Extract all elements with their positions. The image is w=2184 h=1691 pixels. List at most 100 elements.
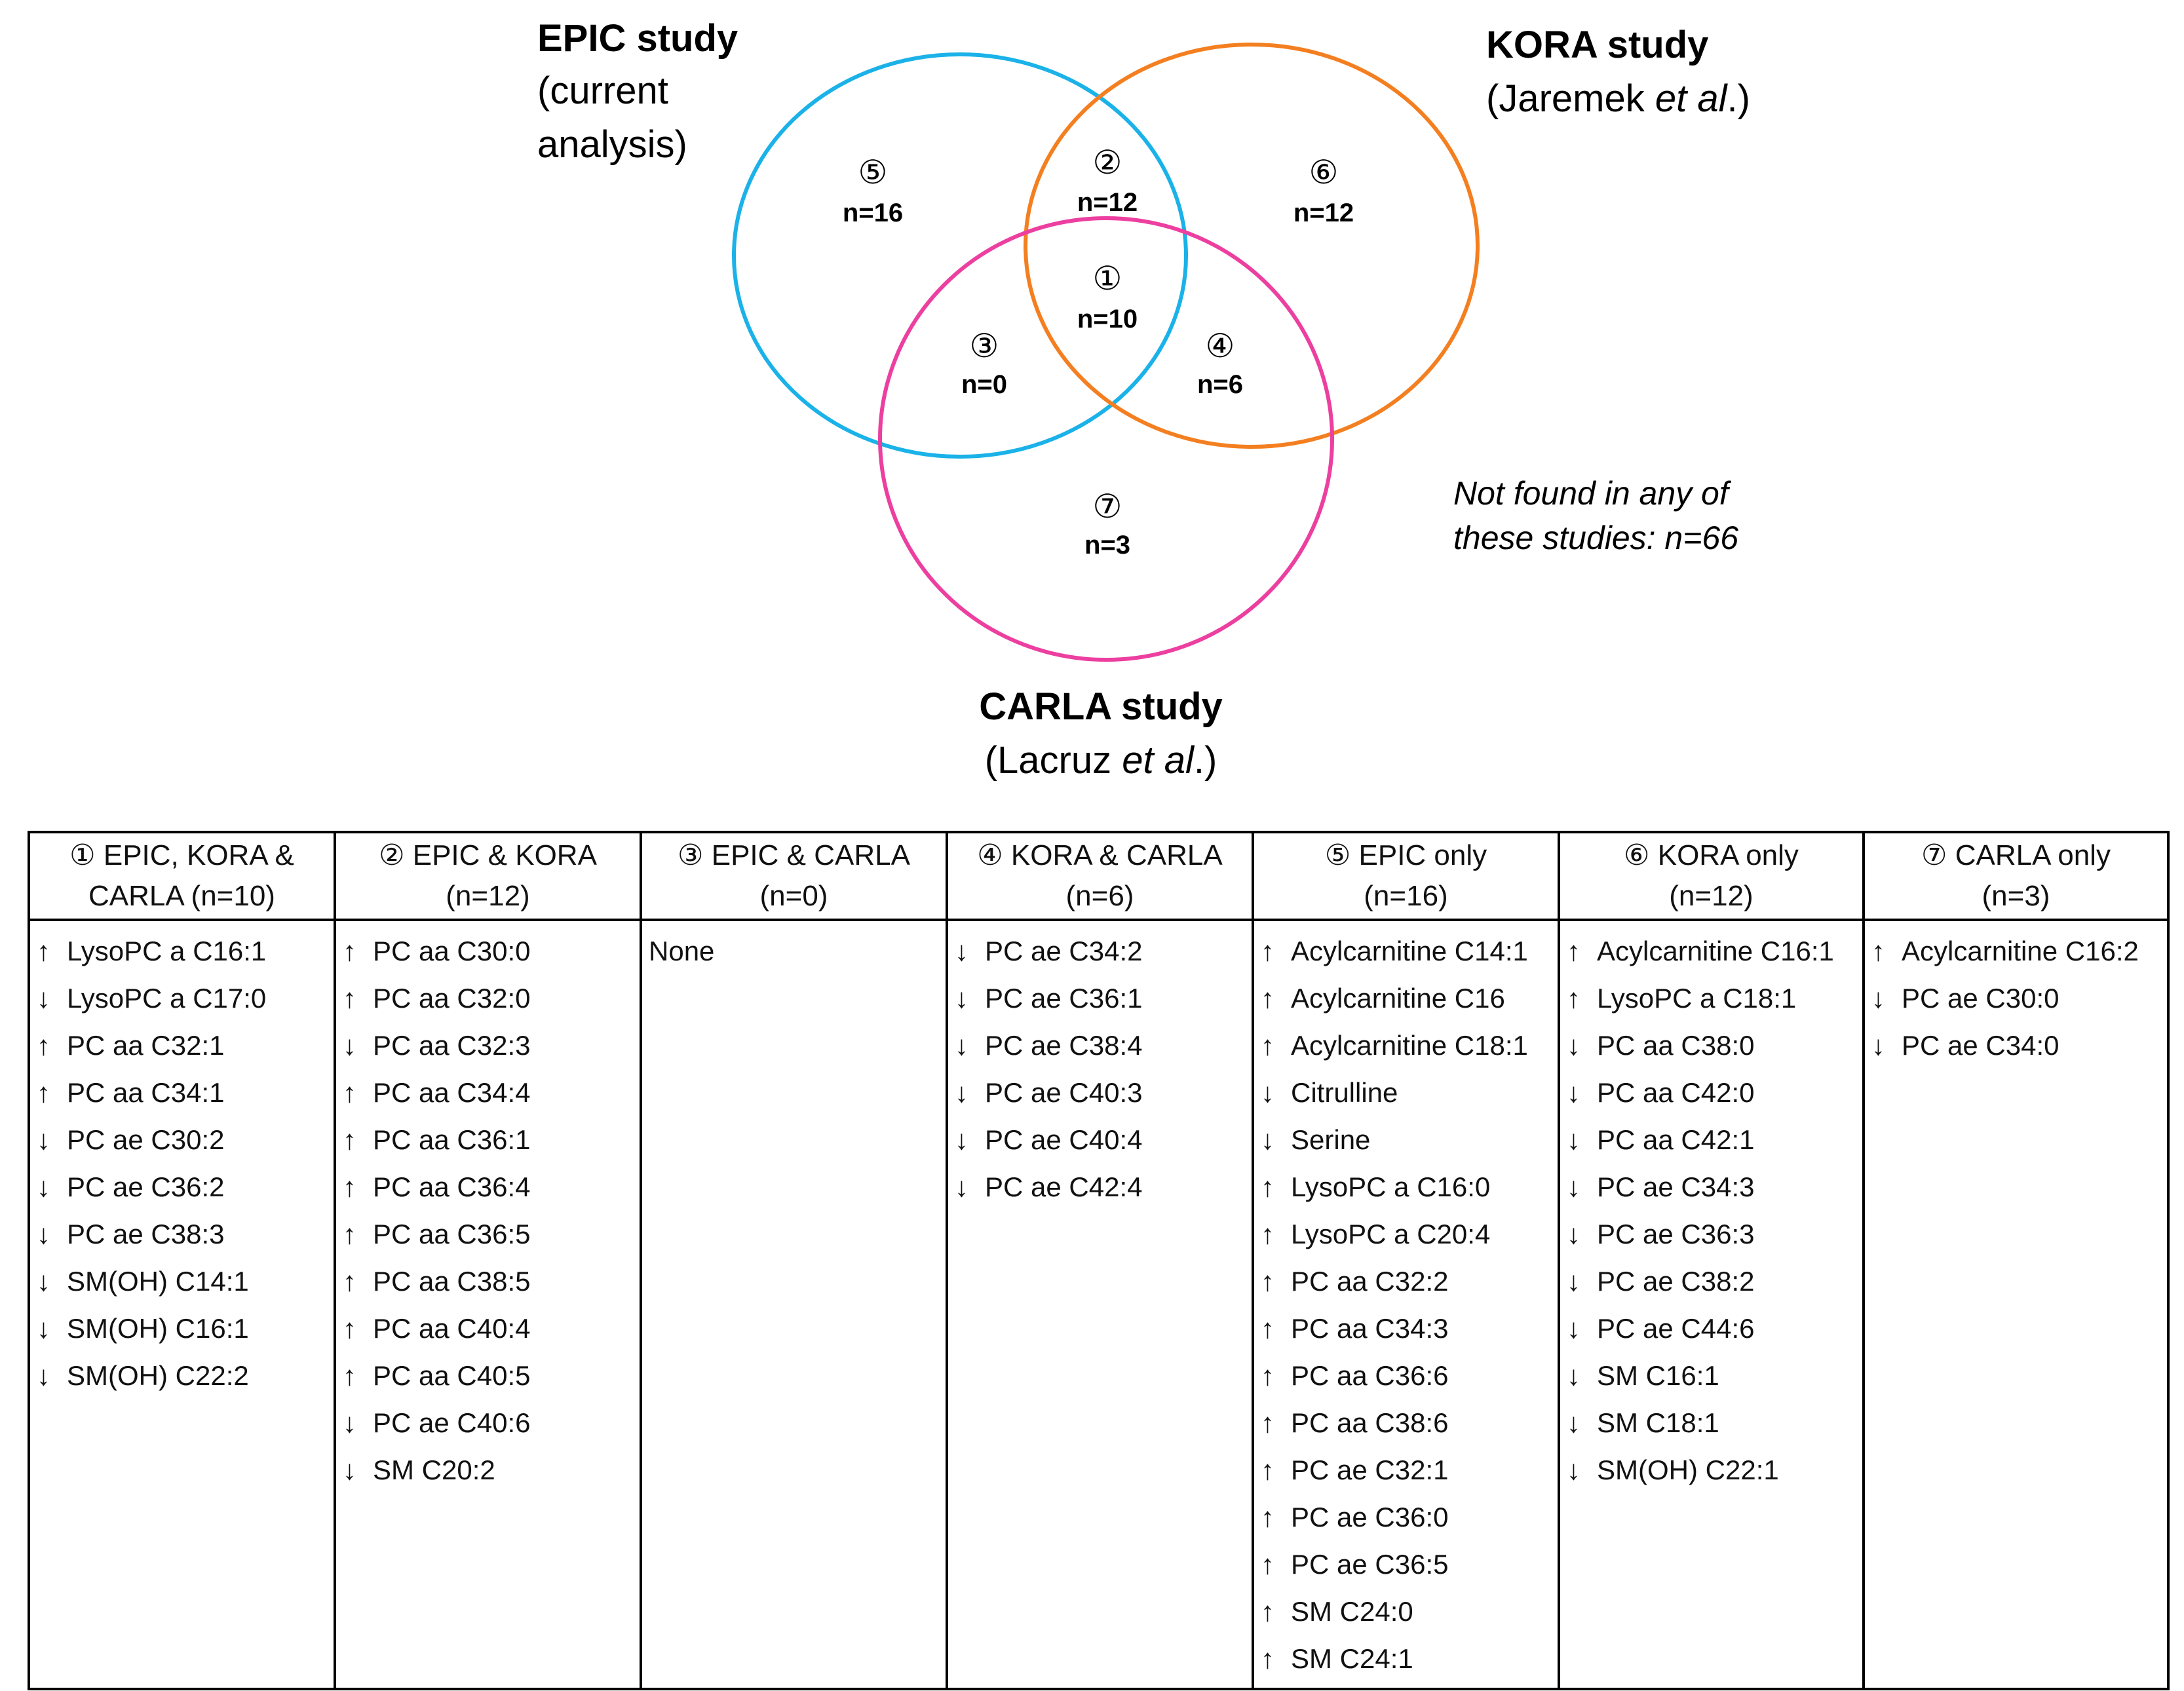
down-arrow-icon: ↓ bbox=[37, 983, 50, 1014]
region-3-count: n=0 bbox=[961, 370, 1007, 399]
not-found-note-line2: these studies: n=66 bbox=[1453, 520, 1738, 556]
metabolite-name: SM(OH) C22:2 bbox=[67, 1360, 249, 1391]
metabolite-name: PC aa C38:5 bbox=[373, 1266, 531, 1297]
up-arrow-icon: ↑ bbox=[1261, 1454, 1274, 1485]
metabolite-name: LysoPC a C20:4 bbox=[1291, 1219, 1491, 1249]
list-item: ↑Acylcarnitine C18:1 bbox=[1261, 1022, 1558, 1069]
column-epic-kora-carla: ↑LysoPC a C16:1↓LysoPC a C17:0↑PC aa C32… bbox=[28, 919, 336, 1690]
down-arrow-icon: ↓ bbox=[1567, 1124, 1581, 1155]
carla-subtitle: (Lacruz et al.) bbox=[985, 739, 1217, 782]
header-carla-only: ⑦ CARLA only(n=3) bbox=[1862, 831, 2170, 921]
metabolite-name: LysoPC a C16:0 bbox=[1291, 1171, 1491, 1202]
metabolite-name: PC aa C30:0 bbox=[373, 936, 531, 966]
list-item: ↑PC ae C36:0 bbox=[1261, 1494, 1558, 1541]
list-item: ↑PC ae C32:1 bbox=[1261, 1447, 1558, 1494]
down-arrow-icon: ↓ bbox=[37, 1219, 50, 1249]
metabolite-name: SM(OH) C16:1 bbox=[67, 1313, 249, 1344]
up-arrow-icon: ↑ bbox=[1261, 1219, 1274, 1249]
metabolite-name: PC ae C44:6 bbox=[1597, 1313, 1755, 1344]
metabolite-name: PC ae C36:2 bbox=[67, 1171, 225, 1202]
metabolite-name: PC ae C38:3 bbox=[67, 1219, 225, 1249]
list-item: ↑PC aa C40:4 bbox=[343, 1305, 640, 1352]
metabolite-name: PC aa C32:3 bbox=[373, 1030, 531, 1061]
list-item: ↓SM C20:2 bbox=[343, 1447, 640, 1494]
up-arrow-icon: ↑ bbox=[343, 1219, 356, 1249]
column-kora-only: ↑Acylcarnitine C16:1↑LysoPC a C18:1↓PC a… bbox=[1558, 919, 1865, 1690]
metabolite-name: LysoPC a C17:0 bbox=[67, 983, 267, 1014]
list-item: ↑PC aa C32:2 bbox=[1261, 1258, 1558, 1305]
up-arrow-icon: ↑ bbox=[343, 1077, 356, 1108]
down-arrow-icon: ↓ bbox=[1567, 1077, 1581, 1108]
metabolite-name: PC ae C42:4 bbox=[985, 1171, 1143, 1202]
list-item: ↓PC aa C38:0 bbox=[1567, 1022, 1862, 1069]
list-item: ↑PC aa C36:5 bbox=[343, 1211, 640, 1258]
metabolite-name: Acylcarnitine C16 bbox=[1291, 983, 1505, 1014]
list-item: ↑PC aa C30:0 bbox=[343, 928, 640, 975]
metabolite-name: SM C24:1 bbox=[1291, 1643, 1413, 1674]
metabolite-name: PC ae C34:3 bbox=[1597, 1171, 1755, 1202]
up-arrow-icon: ↑ bbox=[343, 983, 356, 1014]
region-6-count: n=12 bbox=[1293, 199, 1354, 227]
metabolite-name: PC aa C32:1 bbox=[67, 1030, 225, 1061]
down-arrow-icon: ↓ bbox=[343, 1030, 356, 1061]
metabolite-name: PC aa C34:4 bbox=[373, 1077, 531, 1108]
table-header-row: ① EPIC, KORA &CARLA (n=10) ② EPIC & KORA… bbox=[28, 831, 2170, 921]
list-item: ↓Serine bbox=[1261, 1116, 1558, 1164]
column-carla-only: ↑Acylcarnitine C16:2↓PC ae C30:0↓PC ae C… bbox=[1862, 919, 2170, 1690]
down-arrow-icon: ↓ bbox=[1261, 1124, 1274, 1155]
kora-subtitle: (Jaremek et al.) bbox=[1486, 77, 1750, 120]
down-arrow-icon: ↓ bbox=[955, 983, 968, 1014]
down-arrow-icon: ↓ bbox=[1567, 1454, 1581, 1485]
metabolite-name: PC ae C30:0 bbox=[1902, 983, 2059, 1014]
metabolite-table: ① EPIC, KORA &CARLA (n=10) ② EPIC & KORA… bbox=[28, 831, 2170, 1690]
down-arrow-icon: ↓ bbox=[1567, 1171, 1581, 1202]
down-arrow-icon: ↓ bbox=[37, 1266, 50, 1297]
up-arrow-icon: ↑ bbox=[1261, 936, 1274, 966]
metabolite-name: SM(OH) C14:1 bbox=[67, 1266, 249, 1297]
list-item: ↓Citrulline bbox=[1261, 1069, 1558, 1116]
down-arrow-icon: ↓ bbox=[1567, 1030, 1581, 1061]
list-item: ↑LysoPC a C16:0 bbox=[1261, 1164, 1558, 1211]
down-arrow-icon: ↓ bbox=[955, 936, 968, 966]
list-item: ↓PC ae C36:1 bbox=[955, 975, 1252, 1022]
down-arrow-icon: ↓ bbox=[1567, 1360, 1581, 1391]
metabolite-name: Citrulline bbox=[1291, 1077, 1398, 1108]
list-item: ↓SM(OH) C22:2 bbox=[37, 1352, 334, 1399]
metabolite-name: Acylcarnitine C14:1 bbox=[1291, 936, 1528, 966]
down-arrow-icon: ↓ bbox=[955, 1077, 968, 1108]
list-item: ↑ PC aa C32:1 bbox=[37, 1022, 334, 1069]
list-item: None bbox=[649, 928, 946, 975]
up-arrow-icon: ↑ bbox=[343, 1266, 356, 1297]
metabolite-name: SM C24:0 bbox=[1291, 1596, 1413, 1627]
region-7-symbol: ⑦ bbox=[1093, 488, 1122, 525]
region-2-count: n=12 bbox=[1077, 188, 1138, 217]
up-arrow-icon: ↑ bbox=[343, 1313, 356, 1344]
list-item: ↓ LysoPC a C17:0 bbox=[37, 975, 334, 1022]
region-5-symbol: ⑤ bbox=[858, 154, 888, 191]
list-item: ↑PC aa C32:0 bbox=[343, 975, 640, 1022]
list-item: ↑PC aa C40:5 bbox=[343, 1352, 640, 1399]
up-arrow-icon: ↑ bbox=[37, 1077, 50, 1108]
down-arrow-icon: ↓ bbox=[1871, 1030, 1885, 1061]
metabolite-name: PC aa C40:5 bbox=[373, 1360, 531, 1391]
header-epic-only: ⑤ EPIC only(n=16) bbox=[1252, 831, 1560, 921]
header-epic-kora-carla: ① EPIC, KORA &CARLA (n=10) bbox=[28, 831, 336, 921]
column-epic-carla: None bbox=[640, 919, 948, 1690]
up-arrow-icon: ↑ bbox=[37, 936, 50, 966]
not-found-note-line1: Not found in any of bbox=[1453, 475, 1732, 512]
column-epic-kora: ↑PC aa C30:0↑PC aa C32:0↓PC aa C32:3↑PC … bbox=[334, 919, 642, 1690]
metabolite-name: LysoPC a C18:1 bbox=[1597, 983, 1797, 1014]
metabolite-name: SM C16:1 bbox=[1597, 1360, 1719, 1391]
up-arrow-icon: ↑ bbox=[1567, 983, 1581, 1014]
header-kora-carla: ④ KORA & CARLA(n=6) bbox=[946, 831, 1254, 921]
list-item: ↓PC ae C30:0 bbox=[1871, 975, 2167, 1022]
metabolite-name: SM C20:2 bbox=[373, 1454, 495, 1485]
up-arrow-icon: ↑ bbox=[1261, 983, 1274, 1014]
list-item: ↓PC ae C38:4 bbox=[955, 1022, 1252, 1069]
list-item: ↓PC ae C34:2 bbox=[955, 928, 1252, 975]
list-item: ↑ PC aa C38:5 bbox=[343, 1258, 640, 1305]
up-arrow-icon: ↑ bbox=[37, 1030, 50, 1061]
metabolite-name: PC ae C38:4 bbox=[985, 1030, 1143, 1061]
down-arrow-icon: ↓ bbox=[1567, 1407, 1581, 1438]
kora-circle bbox=[1024, 43, 1480, 449]
